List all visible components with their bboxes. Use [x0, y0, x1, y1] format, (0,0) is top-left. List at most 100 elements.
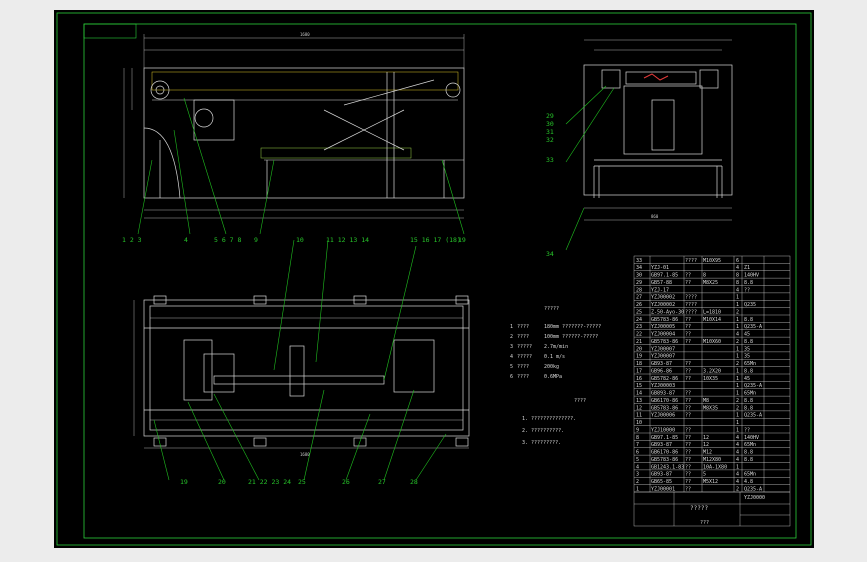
bom-no: 2	[636, 479, 639, 485]
bom-mat: 65Mn	[744, 442, 756, 448]
front-label: 15 16 17 (18)	[410, 236, 461, 244]
bom-qty: 4	[736, 332, 739, 338]
bom-code: YZJ00003	[651, 383, 675, 389]
bom-code: YZJ00004	[651, 332, 675, 338]
bom-no: 34	[636, 265, 642, 271]
bom-name: ??	[685, 332, 691, 338]
bom-spec: L=1810	[703, 309, 721, 315]
front-label: 5 6 7 8	[214, 236, 241, 244]
bom-code: GB57-88	[651, 280, 672, 286]
bom-qty: 4	[736, 457, 739, 463]
spec-name: ?????	[517, 344, 532, 350]
bom-no: 21	[636, 339, 642, 345]
bom-code: YZJ00005	[651, 324, 675, 330]
bom-code: YZJ00007	[651, 346, 675, 352]
specs-heading: ?????	[544, 306, 559, 312]
bom-spec: M10X60	[703, 339, 721, 345]
bom-mat: 65Mn	[744, 361, 756, 367]
bom-qty: 4	[736, 450, 739, 456]
bom-grid	[633, 255, 791, 527]
plan-outline	[143, 299, 470, 437]
bom-name: ??	[685, 391, 691, 397]
bom-code: GB93-87	[651, 442, 672, 448]
bom-code: YZJ10000	[651, 427, 675, 433]
tech-heading: ????	[574, 398, 586, 404]
bom-no: 33	[636, 258, 642, 264]
bom-mat: 8.8	[744, 398, 753, 404]
bom-name: ??	[685, 435, 691, 441]
bom-qty: 1	[736, 354, 739, 360]
corner-box	[83, 23, 137, 39]
bom-mat: 65Mn	[744, 472, 756, 478]
bom-qty: 1	[736, 317, 739, 323]
bom-qty: 1	[736, 346, 739, 352]
bom-mat: 8.8	[744, 450, 753, 456]
bom-name: ????	[685, 302, 697, 308]
spec-num: 1	[510, 324, 513, 330]
bom-qty: 2	[736, 309, 739, 315]
bom-qty: 1	[736, 383, 739, 389]
title-text: ?????	[690, 505, 708, 512]
side-width-dim: 860	[651, 214, 659, 219]
bom-spec: M8	[703, 398, 709, 404]
bom-qty: 4	[736, 479, 739, 485]
bom-no: 18	[636, 361, 642, 367]
bom-qty: 2	[736, 405, 739, 411]
front-label: 9	[254, 236, 258, 244]
bom-mat: Q235-A	[744, 413, 762, 419]
bom-no: 19	[636, 354, 642, 360]
spec-num: 6	[510, 374, 513, 380]
spec-num: 3	[510, 344, 513, 350]
bom-name: ??	[685, 427, 691, 433]
bom-mat: 8.8	[744, 368, 753, 374]
bom-code: GB6170-86	[651, 450, 678, 456]
spec-name: ????	[517, 334, 529, 340]
bom-qty: 6	[736, 258, 739, 264]
subtitle-text: ???	[700, 520, 709, 526]
bom-no: 6	[636, 450, 639, 456]
leader-lines	[137, 85, 615, 481]
bom-spec: 5	[703, 472, 706, 478]
bom-no: 11	[636, 413, 642, 419]
bom-no: 27	[636, 295, 642, 301]
plan-view	[133, 295, 470, 449]
spec-name: ????	[517, 364, 529, 370]
bom-name: ??	[685, 376, 691, 382]
bom-qty: 8	[736, 273, 739, 279]
bom-code: YZJ00007	[651, 354, 675, 360]
bom-code: Z-50-Ayo-30	[651, 309, 684, 315]
bom-name: ??	[685, 317, 691, 323]
bom-code: GB65-85	[651, 479, 672, 485]
plan-width-dim: 1680	[300, 452, 310, 457]
tech-item: 3. ?????????.	[522, 440, 561, 446]
bom-code: YZJ00002	[651, 295, 675, 301]
bom-spec: 3.2X20	[703, 368, 721, 374]
bom-mat: Q235-A	[744, 486, 762, 492]
bom-name: ??	[685, 361, 691, 367]
bom-qty: 4	[736, 287, 739, 293]
front-label: 11 12 13 14	[326, 236, 369, 244]
spec-name: ?????	[517, 354, 532, 360]
bom-qty: 1	[736, 464, 739, 470]
bom-name: ??	[685, 413, 691, 419]
bom-name: ??	[685, 472, 691, 478]
bom-mat: 140HV	[744, 273, 759, 279]
bom-spec: 10A-1X80	[703, 464, 727, 470]
side-accent	[643, 73, 669, 81]
drawing-number: YZJ0000	[744, 495, 765, 501]
bom-name: ??	[685, 405, 691, 411]
bom-code: GB5783-86	[651, 405, 678, 411]
bom-spec: M5X12	[703, 479, 718, 485]
bom-mat: ??	[744, 287, 750, 293]
bom-qty: 4	[736, 442, 739, 448]
bom-mat: Q235-A	[744, 383, 762, 389]
inner-border	[83, 23, 797, 539]
spec-value: 100mm ??????-?????	[544, 334, 598, 340]
bom-mat: 8.8	[744, 280, 753, 286]
spec-name: ????	[517, 374, 529, 380]
bom-name: ??	[685, 273, 691, 279]
drawing-canvas: 1680 860	[56, 12, 812, 546]
side-label: 29	[546, 112, 554, 120]
spec-value: 0.6MPa	[544, 374, 562, 380]
bom-no: 30	[636, 273, 642, 279]
